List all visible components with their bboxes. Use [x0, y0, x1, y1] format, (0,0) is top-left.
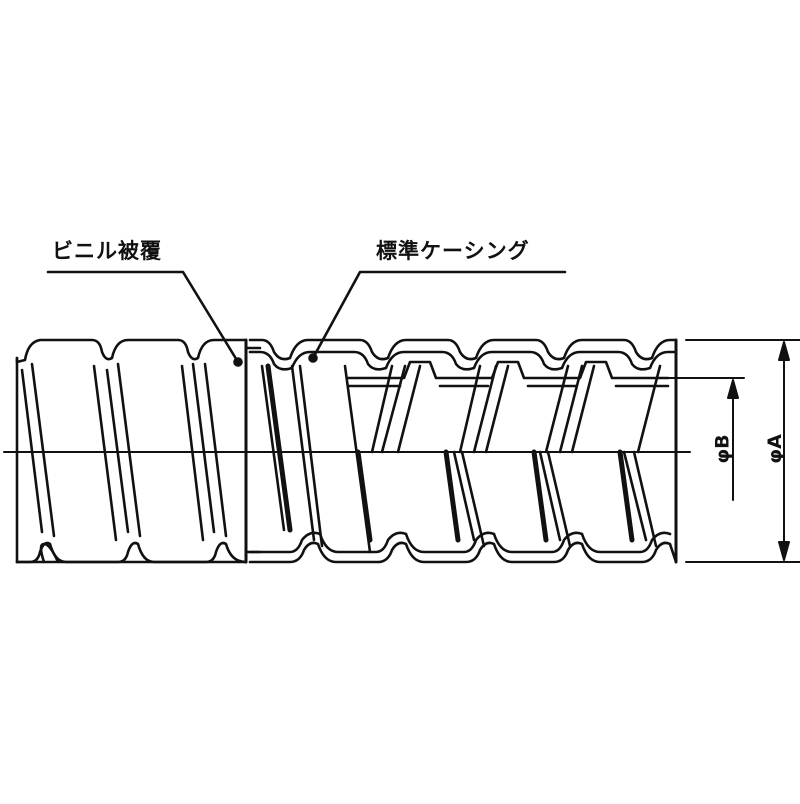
leader-vinyl-coating [48, 272, 242, 366]
dimension-inner-diameter: φB [711, 434, 734, 464]
label-standard-casing: 標準ケーシング [376, 239, 530, 263]
dimension-outer-diameter: φA [763, 434, 786, 464]
leader-standard-casing [310, 272, 566, 362]
dimension-lines [666, 340, 800, 562]
sectional-view [250, 340, 676, 562]
exterior-view-vinyl [17, 340, 246, 562]
spiral-strips [268, 366, 632, 540]
label-vinyl-coating: ビニル被覆 [52, 239, 162, 263]
